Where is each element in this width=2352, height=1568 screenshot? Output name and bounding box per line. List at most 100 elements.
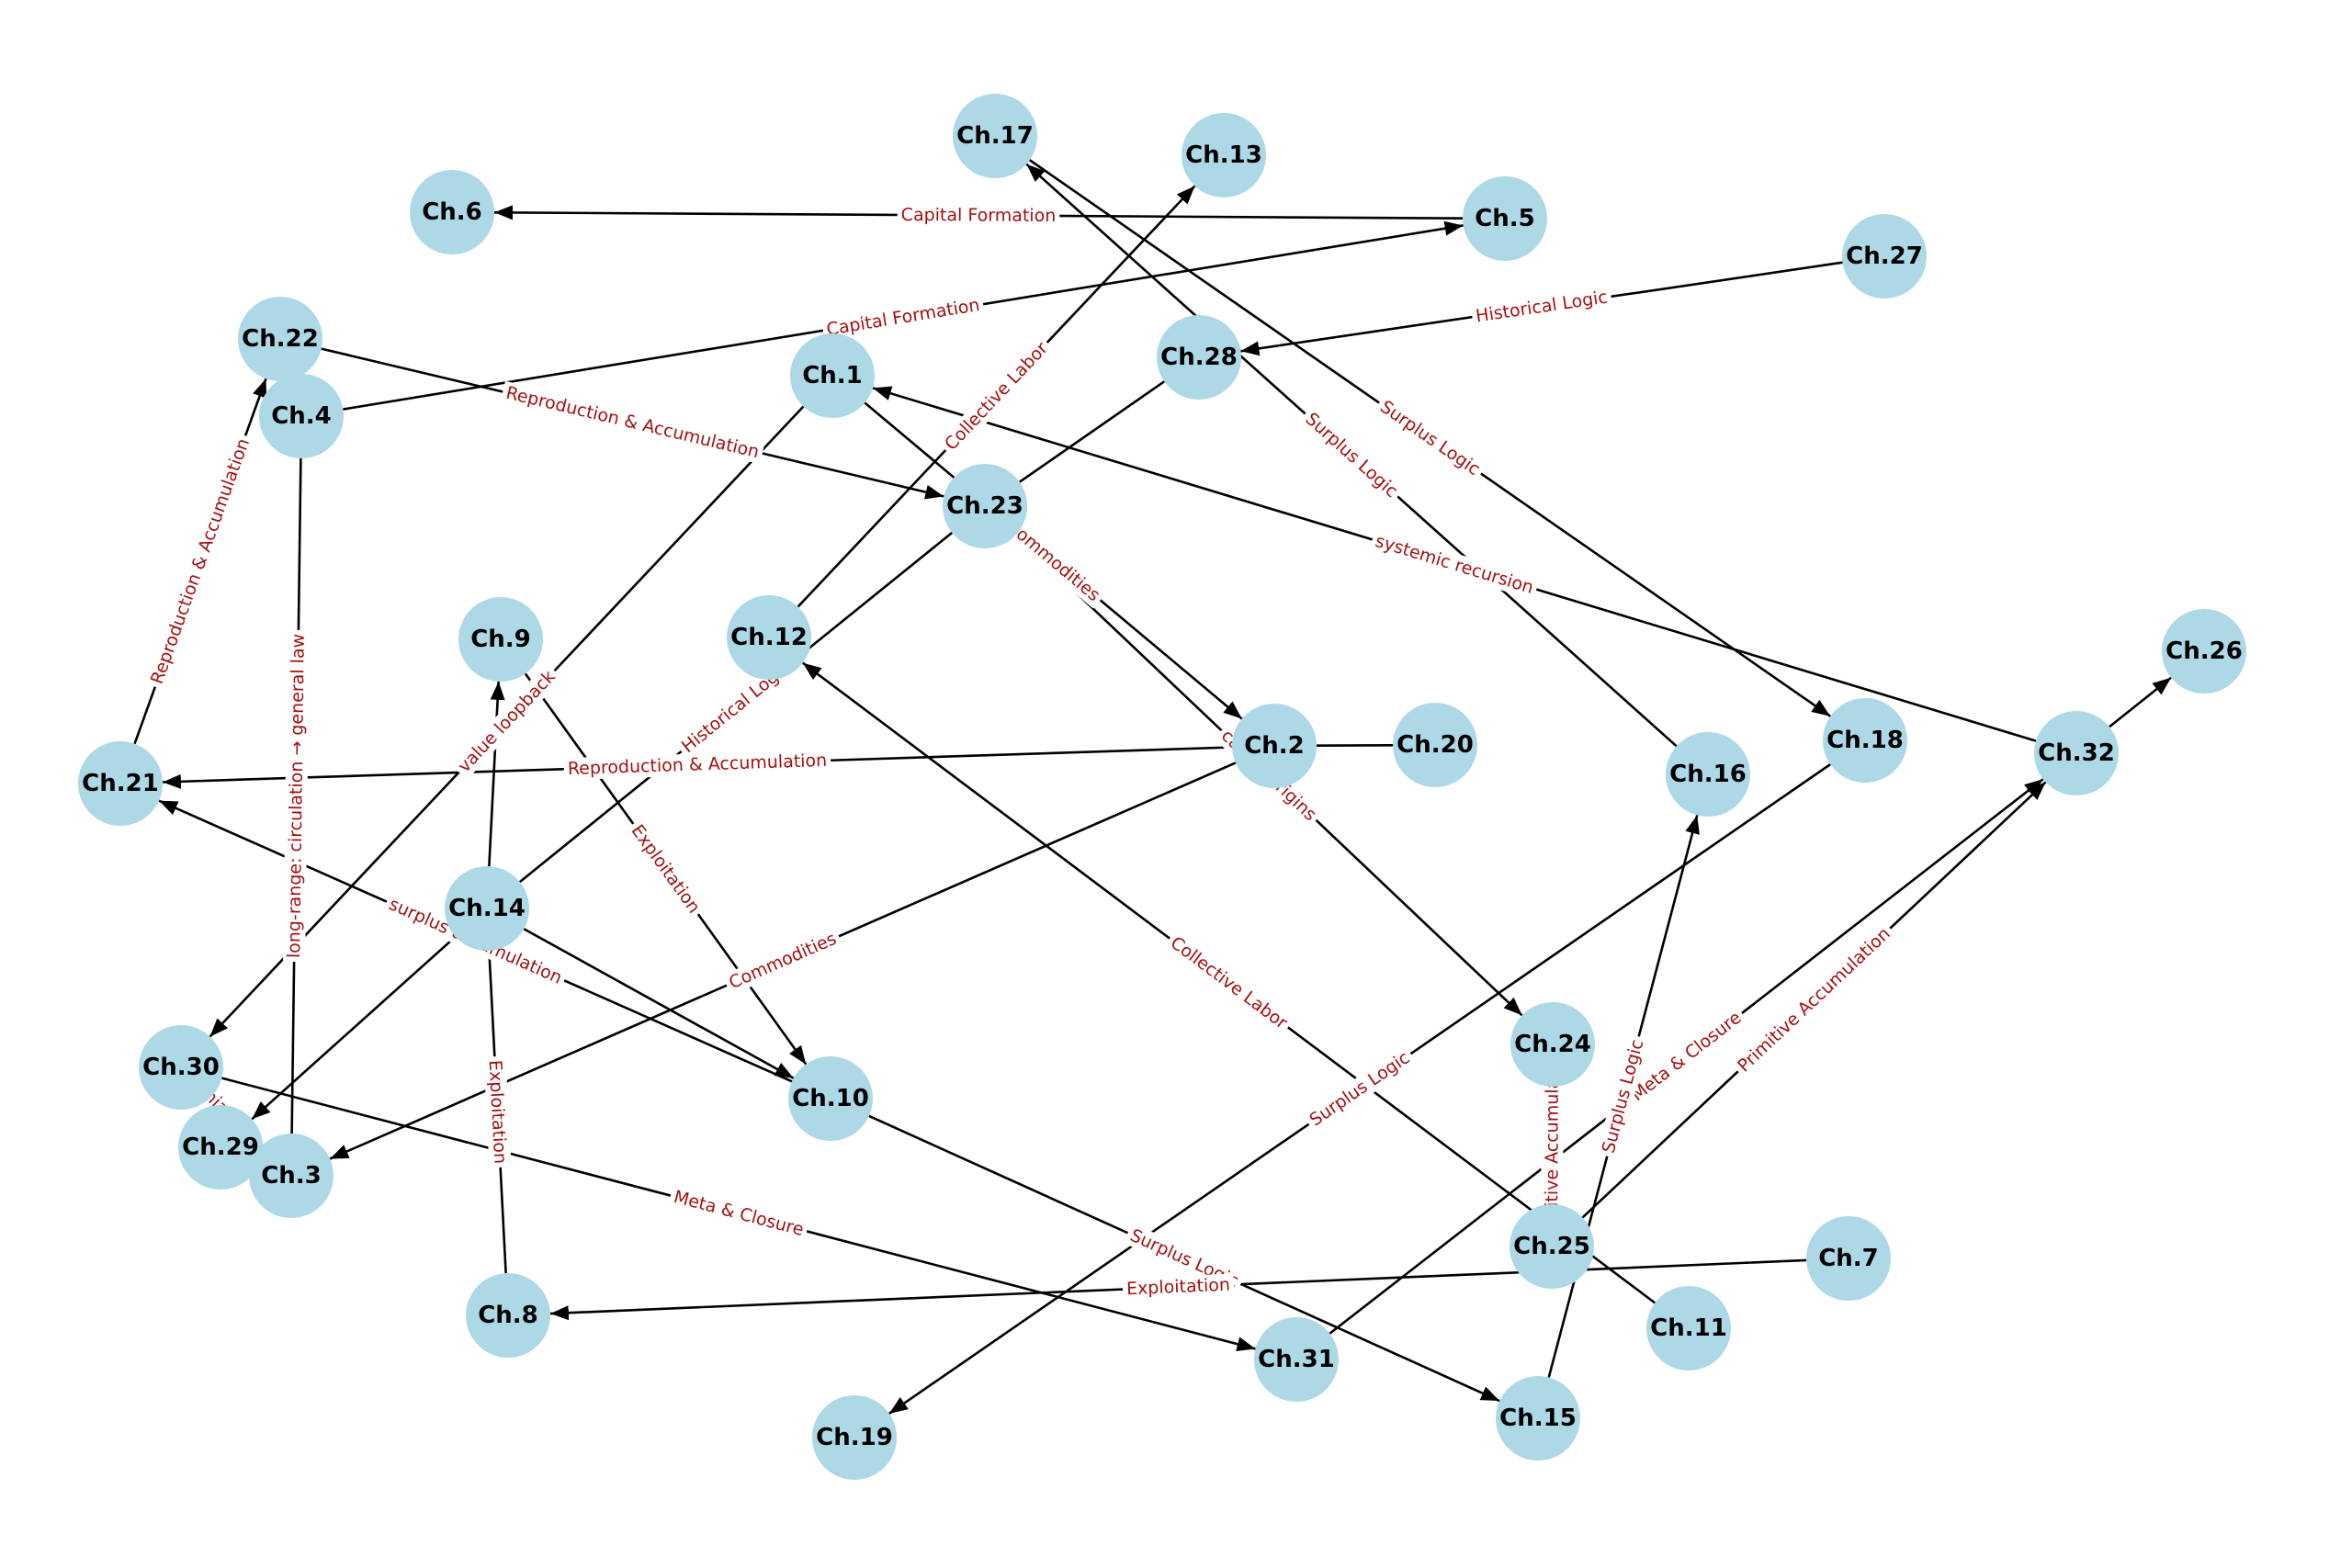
edge-label-group: Meta & Closure	[667, 1184, 810, 1243]
node-circle[interactable]	[249, 1134, 334, 1218]
node-circle[interactable]	[78, 741, 163, 826]
node-circle[interactable]	[2034, 711, 2119, 795]
node-circle[interactable]	[445, 866, 529, 951]
node-ch-23[interactable]: Ch.23	[943, 464, 1027, 548]
node-ch-14[interactable]: Ch.14	[445, 866, 529, 951]
edge-ch-14-to-ch-10	[523, 928, 795, 1079]
node-ch-24[interactable]: Ch.24	[1510, 1002, 1595, 1087]
node-ch-30[interactable]: Ch.30	[139, 1025, 223, 1110]
edge-ch-14-to-ch-29	[251, 935, 457, 1121]
edge-label-group: Collective Labor	[937, 334, 1056, 458]
node-circle[interactable]	[139, 1025, 223, 1110]
node-circle[interactable]	[1806, 1216, 1891, 1301]
node-ch-31[interactable]: Ch.31	[1254, 1317, 1339, 1402]
edge-label: long-range: circulation → general law	[284, 634, 309, 958]
node-label: Ch.20	[1396, 731, 1474, 759]
node-circle[interactable]	[1393, 703, 1477, 787]
node-ch-7[interactable]: Ch.7	[1806, 1216, 1891, 1301]
node-ch-2[interactable]: Ch.2	[1232, 704, 1317, 788]
node-ch-26[interactable]: Ch.26	[2162, 609, 2246, 694]
node-circle[interactable]	[1510, 1002, 1595, 1087]
node-ch-19[interactable]: Ch.19	[812, 1395, 897, 1480]
node-ch-22[interactable]: Ch.22	[238, 297, 322, 381]
edge-label: Surplus Logic	[1306, 1047, 1414, 1130]
edge-label-background	[820, 293, 986, 342]
node-label: Ch.17	[956, 122, 1034, 150]
node-label: Ch.22	[242, 325, 319, 353]
node-label: Ch.31	[1258, 1346, 1335, 1373]
edge-label: Capital Formation	[901, 205, 1057, 226]
node-ch-12[interactable]: Ch.12	[727, 595, 811, 680]
node-circle[interactable]	[1646, 1286, 1731, 1371]
node-circle[interactable]	[1182, 113, 1266, 197]
edge-label: systemic recursion	[1373, 531, 1535, 598]
node-ch-20[interactable]: Ch.20	[1393, 703, 1477, 787]
node-circle[interactable]	[238, 297, 322, 381]
edge-label: Capital Formation	[825, 295, 981, 340]
node-label: Ch.27	[1846, 243, 1923, 270]
node-circle[interactable]	[788, 1056, 873, 1141]
edge-label-background	[999, 513, 1108, 609]
node-ch-5[interactable]: Ch.5	[1463, 176, 1547, 261]
node-ch-15[interactable]: Ch.15	[1496, 1376, 1580, 1461]
node-circle[interactable]	[727, 595, 811, 680]
node-label: Ch.16	[1669, 761, 1747, 788]
edge-ch-14-to-ch-9	[488, 681, 505, 867]
node-ch-1[interactable]: Ch.1	[790, 333, 875, 418]
node-label: Ch.21	[82, 770, 159, 797]
edge-label-group: Surplus Logic	[1302, 1044, 1418, 1134]
node-circle[interactable]	[1510, 1204, 1594, 1289]
node-circle[interactable]	[1666, 732, 1750, 817]
node-ch-13[interactable]: Ch.13	[1182, 113, 1266, 197]
node-ch-32[interactable]: Ch.32	[2034, 711, 2119, 795]
node-ch-11[interactable]: Ch.11	[1646, 1286, 1731, 1371]
node-label: Ch.18	[1826, 727, 1904, 754]
node-label: Ch.2	[1244, 732, 1305, 760]
node-label: Ch.12	[730, 624, 808, 651]
node-circle[interactable]	[259, 374, 344, 458]
edge-label: Meta & Closure	[672, 1187, 806, 1240]
node-circle[interactable]	[1157, 315, 1241, 400]
node-ch-21[interactable]: Ch.21	[78, 741, 163, 826]
edge-label-group: Primitive Accumulation	[1730, 919, 1898, 1080]
node-ch-6[interactable]: Ch.6	[410, 170, 494, 254]
node-ch-9[interactable]: Ch.9	[458, 597, 543, 682]
node-circle[interactable]	[178, 1105, 263, 1190]
node-ch-4[interactable]: Ch.4	[259, 374, 344, 458]
node-circle[interactable]	[790, 333, 875, 418]
edge-label-group: long-range: circulation → general law	[283, 629, 310, 963]
node-ch-16[interactable]: Ch.16	[1666, 732, 1750, 817]
node-ch-8[interactable]: Ch.8	[466, 1273, 550, 1358]
node-circle[interactable]	[812, 1395, 897, 1480]
node-circle[interactable]	[953, 94, 1037, 178]
edge-label: value loopback	[454, 667, 560, 777]
node-label: Ch.6	[422, 198, 482, 226]
node-circle[interactable]	[458, 597, 543, 682]
node-circle[interactable]	[1823, 698, 1907, 783]
node-circle[interactable]	[1842, 214, 1927, 299]
node-circle[interactable]	[1463, 176, 1547, 261]
node-ch-17[interactable]: Ch.17	[953, 94, 1037, 178]
node-ch-29[interactable]: Ch.29	[178, 1105, 263, 1190]
node-ch-27[interactable]: Ch.27	[1842, 214, 1927, 299]
node-ch-3[interactable]: Ch.3	[249, 1134, 334, 1218]
node-ch-18[interactable]: Ch.18	[1823, 698, 1907, 783]
edge-label-background	[1470, 285, 1613, 329]
edge-label-background	[450, 663, 563, 780]
node-circle[interactable]	[410, 170, 494, 254]
node-circle[interactable]	[1496, 1376, 1580, 1461]
node-circle[interactable]	[1254, 1317, 1339, 1402]
node-circle[interactable]	[943, 464, 1027, 548]
node-circle[interactable]	[466, 1273, 550, 1358]
node-ch-28[interactable]: Ch.28	[1157, 315, 1241, 400]
edge-ch-32-to-ch-26	[2109, 676, 2172, 728]
node-ch-25[interactable]: Ch.25	[1510, 1204, 1594, 1289]
edge-label: Reproduction & Accumulation	[568, 750, 828, 779]
edge-label: Primitive Accumulation	[1542, 1044, 1563, 1246]
node-circle[interactable]	[2162, 609, 2246, 694]
node-ch-10[interactable]: Ch.10	[788, 1056, 873, 1141]
edge-label: Surplus Logic	[1301, 409, 1401, 502]
node-circle[interactable]	[1232, 704, 1317, 788]
node-label: Ch.5	[1475, 205, 1535, 232]
